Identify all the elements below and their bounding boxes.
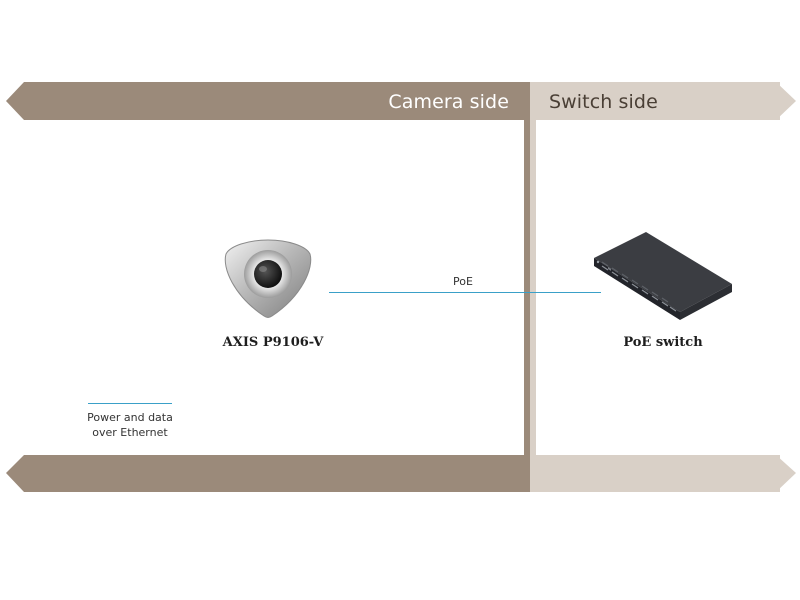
camera-device-label: AXIS P9106-V [222, 335, 324, 350]
switch-side-title: Switch side [549, 91, 658, 113]
camera-side-top-band [6, 82, 530, 120]
legend-line-sample [88, 403, 172, 404]
legend-text: Power and data over Ethernet [74, 410, 186, 440]
network-switch-icon [594, 232, 732, 320]
poe-connection-line [329, 292, 601, 293]
dome-camera-icon [224, 239, 312, 318]
legend-text-line1: Power and data [87, 411, 173, 424]
camera-side-bottom-band [6, 455, 530, 492]
switch-side-top-band [530, 82, 796, 120]
camera-side-title: Camera side [388, 91, 509, 113]
switch-side-bottom-band [530, 455, 796, 492]
legend-text-line2: over Ethernet [92, 426, 168, 439]
switch-device-label: PoE switch [623, 335, 703, 350]
zone-divider [524, 82, 530, 492]
poe-connection-label: PoE [453, 275, 473, 288]
